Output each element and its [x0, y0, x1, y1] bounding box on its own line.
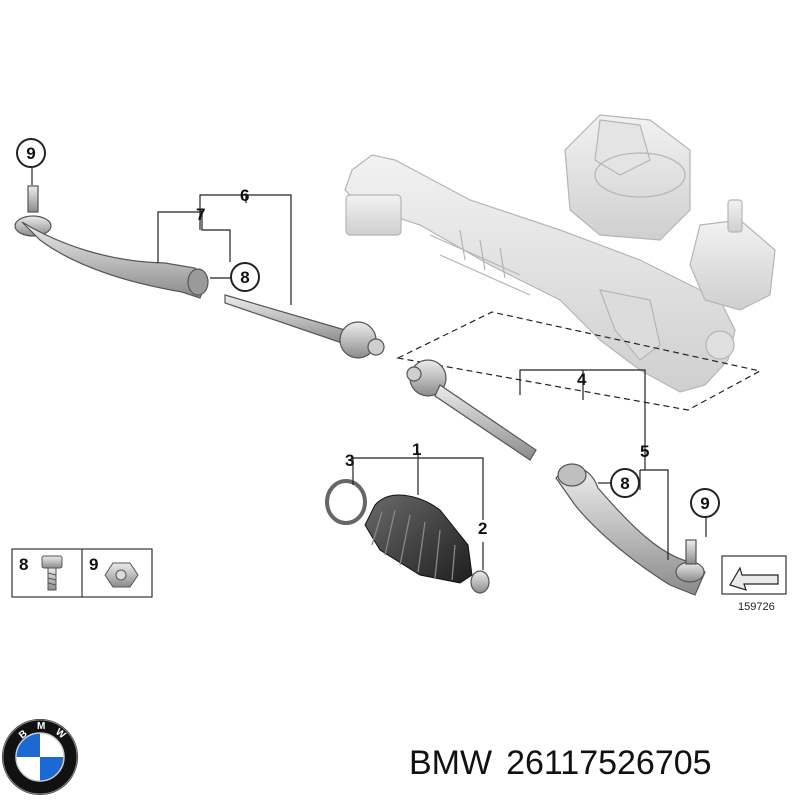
circled-callout-8-left: 8: [230, 262, 260, 292]
brand-name: BMW: [409, 743, 493, 782]
callout-3: 3: [345, 451, 354, 470]
svg-text:M: M: [37, 721, 45, 732]
direction-arrow-icon: [729, 566, 779, 591]
svg-text:9: 9: [26, 144, 35, 163]
right-tie-rod-end: [555, 463, 706, 596]
orientation-box: 159726: [721, 555, 787, 613]
small-clamp: [470, 570, 490, 594]
reference-number: 159726: [738, 601, 775, 613]
left-tie-rod-end: [14, 185, 209, 299]
part-number: 26117526705: [506, 743, 712, 782]
svg-text:8: 8: [620, 474, 629, 493]
callout-4: 4: [577, 370, 587, 389]
callout-6: 6: [240, 186, 249, 205]
steering-rack: [344, 114, 776, 393]
nut-icon: [104, 562, 139, 588]
legend-label-8: 8: [19, 555, 28, 574]
leader-lines: [31, 168, 707, 570]
legend-label-9: 9: [89, 555, 98, 574]
circled-callout-9-left: 9: [16, 138, 46, 168]
circled-callout-8-right: 8: [610, 468, 640, 498]
right-inner-tie-rod: [406, 359, 537, 461]
callout-2: 2: [478, 519, 487, 538]
callout-5: 5: [640, 442, 649, 461]
callout-7: 7: [196, 205, 205, 224]
circled-callout-9-right: 9: [690, 488, 720, 518]
left-inner-tie-rod: [224, 294, 385, 359]
svg-text:8: 8: [240, 268, 249, 287]
clamp-ring: [325, 479, 367, 525]
rubber-boot: [364, 494, 473, 584]
part-caption: BMW 26117526705: [409, 735, 794, 791]
svg-text:9: 9: [700, 494, 709, 513]
bolt-icon: [41, 555, 63, 591]
callout-1: 1: [412, 440, 421, 459]
bmw-logo: B M W: [2, 719, 78, 795]
fastener-legend: 8 9: [11, 548, 153, 598]
